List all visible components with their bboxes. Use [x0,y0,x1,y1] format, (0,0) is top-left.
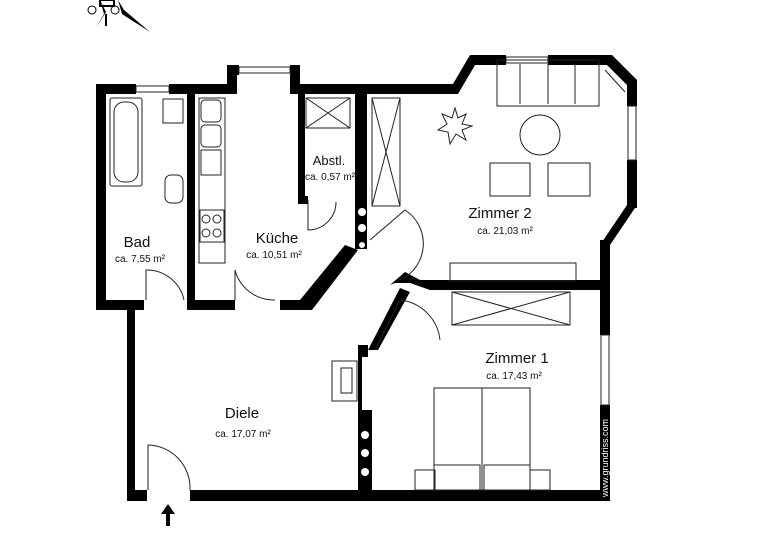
room-area-zimmer-1: ca. 17,43 m² [486,371,542,382]
windows [135,56,637,406]
chimney-holes [358,208,369,476]
room-area-zimmer-2: ca. 21,03 m² [477,226,533,237]
room-name-abstl: Abstl. [313,153,346,168]
furniture [109,59,600,491]
room-name-diele: Diele [225,405,259,422]
room-area-kueche: ca. 10,51 m² [246,250,302,261]
room-area-bad: ca. 7,55 m² [115,254,166,265]
plant-icon [436,106,474,146]
watermark: www.grundriss.com [600,419,610,498]
room-name-zimmer-1: Zimmer 1 [485,350,548,367]
room-name-kueche: Küche [256,230,299,247]
compass-rose-icon [87,0,150,32]
room-area-diele: ca. 17,07 m² [215,429,271,440]
room-area-abstl: ca. 0,57 m² [305,172,356,183]
room-name-zimmer-2: Zimmer 2 [468,205,531,222]
entrance-arrow-icon [161,504,175,526]
room-name-bad: Bad [124,234,151,251]
door-swings [145,200,441,491]
